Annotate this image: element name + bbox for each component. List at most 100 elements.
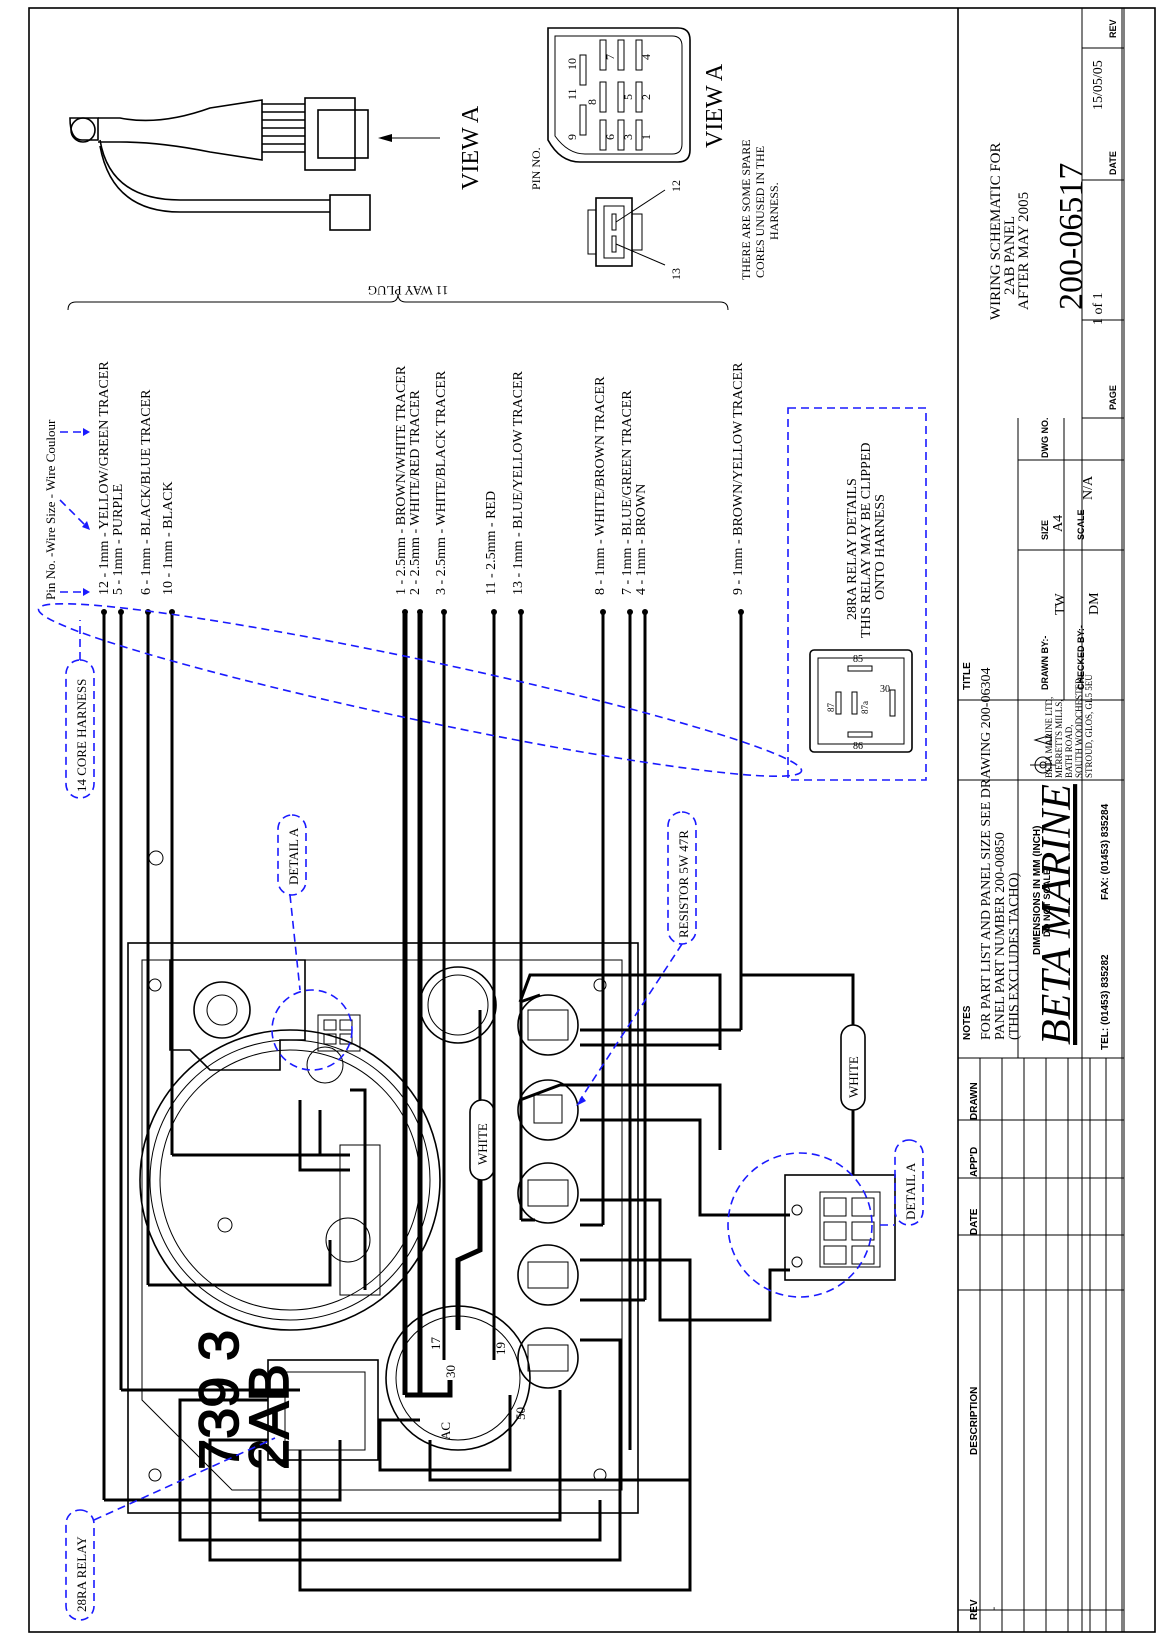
view-a-label-1: VIEW A — [458, 105, 484, 190]
notes-heading: NOTES — [962, 1005, 973, 1040]
wire-label-12: 12 - 1mm - YELLOW/GREEN TRACER — [97, 361, 112, 595]
detail-a-connector-right — [784, 1174, 896, 1281]
svg-text:DRAWN BY:-: DRAWN BY:- — [1040, 636, 1050, 690]
resistor-callout: RESISTOR 5W 47R — [576, 811, 697, 1106]
wire-label-9: 9 - 1mm - BROWN/YELLOW TRACER — [731, 362, 746, 595]
spare-note-1: THERE ARE SOME SPARE — [739, 139, 753, 280]
notes-block: NOTES FOR PART LIST AND PANEL SIZE SEE D… — [962, 668, 1022, 1040]
svg-text:8: 8 — [585, 99, 599, 105]
detail-a-left-label: DETAIL A — [286, 827, 301, 885]
projection-symbol-icon — [1030, 734, 1056, 774]
size-value: A4 — [1051, 515, 1066, 532]
resistor-label: RESISTOR 5W 47R — [676, 830, 691, 938]
title-label-block: TITLE — [962, 662, 973, 690]
svg-text:WHITE: WHITE — [475, 1123, 490, 1165]
relay-callout: 28RA RELAY — [65, 1437, 276, 1621]
pin-no-label: PIN NO. — [529, 147, 543, 190]
svg-text:30: 30 — [443, 1365, 458, 1378]
drawing-title: WIRING SCHEMATIC FOR 2AB PANEL AFTER MAY… — [988, 142, 1032, 320]
panel-model-name: 2AB — [236, 1363, 301, 1470]
date-cell: DATE 15/05/05 — [1091, 60, 1118, 175]
detail-a-callout-right: DETAIL A — [727, 1139, 924, 1298]
dwg-number: 200-06517 — [1053, 163, 1090, 310]
detail-a-callout-left: DETAIL A — [271, 814, 353, 1071]
pin-13-label: 13 — [669, 268, 683, 280]
svg-text:5: 5 — [621, 94, 635, 100]
fax-number: FAX: (01453) 835284 — [1100, 803, 1111, 900]
svg-text:1: 1 — [639, 134, 653, 140]
title-line-2: 2AB PANEL — [1002, 216, 1018, 295]
description-header: DESCRIPTION — [969, 1387, 980, 1455]
svg-text:DATE: DATE — [1108, 151, 1118, 175]
wiring-runs — [101, 609, 855, 1592]
revision-table-headers: REV DESCRIPTION DATE APP'D DRAWN - — [969, 1082, 1000, 1620]
relay-pin-30: 30 — [880, 684, 890, 695]
title-label: TITLE — [962, 662, 973, 690]
relay-detail-box: 28RA RELAY DETAILS THIS RELAY MAY BE CLI… — [787, 407, 927, 781]
svg-text:11: 11 — [565, 88, 579, 100]
wire-legend: 12 - 1mm - YELLOW/GREEN TRACER 5 - 1mm -… — [43, 283, 746, 600]
svg-text:CHECKED BY:-: CHECKED BY:- — [1076, 625, 1086, 690]
relay-pin-85: 85 — [853, 654, 863, 665]
relay-label: 28RA RELAY — [74, 1536, 89, 1612]
size-scale-cell: SIZE A4 SCALE N/A — [1040, 475, 1096, 540]
wire-label-6: 6 - 1mm - BLACK/BLUE TRACER — [139, 389, 154, 595]
dimensions-note: DIMENSIONS IN MM (INCH) DO NOT SCALE — [1032, 826, 1052, 955]
dwg-number-block: 200-06517 — [1053, 163, 1090, 310]
company-name: BETA MARINE — [1034, 784, 1080, 1045]
view-a-pin-diagram: 10 11 9 8 7 6 5 4 3 2 1 PIN NO. VIEW A T… — [529, 27, 781, 280]
wire-label-5: 5 - 1mm - PURPLE — [111, 484, 126, 595]
dwg-no-label-block: DWG NO. — [1040, 418, 1050, 459]
svg-text:50: 50 — [513, 1407, 528, 1420]
wire-label-7: 7 - 1mm - BLUE/GREEN TRACER — [620, 390, 635, 595]
svg-text:17: 17 — [428, 1337, 443, 1351]
spare-note-3: HARNESS. — [767, 182, 781, 240]
appd-header: APP'D — [969, 1147, 980, 1177]
detail-a-connector-left — [317, 1014, 361, 1052]
svg-text:BETA MARINE LTD,: BETA MARINE LTD, — [1044, 697, 1054, 778]
svg-text:10: 10 — [565, 58, 579, 70]
harness-label: 14 CORE HARNESS — [74, 679, 89, 792]
title-block — [957, 8, 1125, 1632]
rev-header: REV — [969, 1599, 980, 1620]
page-cell: PAGE 1 of 1 — [1091, 292, 1118, 410]
notes-line-3: (THIS EXCLUDES TACHO) — [1007, 872, 1022, 1040]
white-wire-label-1: WHITE — [469, 1099, 495, 1181]
svg-text:3: 3 — [621, 134, 635, 140]
scale-value: N/A — [1081, 475, 1096, 500]
relay-pinout-icon — [809, 649, 913, 753]
harness-callout: 14 CORE HARNESS — [37, 602, 803, 799]
model-number-bottom: 2AB — [237, 1364, 300, 1470]
svg-text:9: 9 — [565, 134, 579, 140]
svg-text:REV: REV — [1108, 19, 1118, 38]
svg-text:2: 2 — [639, 94, 653, 100]
wire-label-10: 10 - 1mm - BLACK — [161, 481, 176, 595]
spare-note-2: CORES UNUSED IN THE — [753, 146, 767, 278]
contact-numbers: TEL: (01453) 835282 FAX: (01453) 835284 — [1100, 803, 1111, 1050]
title-line-3: AFTER MAY 2005 — [1016, 192, 1032, 310]
relay-pin-87a: 87a — [860, 701, 870, 714]
notes-line-1: FOR PART LIST AND PANEL SIZE SEE DRAWING… — [979, 668, 994, 1040]
svg-text:BATH ROAD,: BATH ROAD, — [1064, 724, 1074, 778]
svg-text:7: 7 — [603, 54, 617, 60]
wire-label-11: 11 - 2.5mm - RED — [484, 491, 499, 595]
connector-illustration: VIEW A — [69, 97, 484, 231]
svg-text:MERRETTS MILLS,: MERRETTS MILLS, — [1054, 699, 1064, 778]
date-header: DATE — [969, 1208, 980, 1235]
company-logo: BETA MARINE — [1034, 784, 1080, 1045]
view-a-label-2: VIEW A — [702, 63, 728, 148]
svg-text:STROUD, GLOS, GL5 5EU: STROUD, GLOS, GL5 5EU — [1084, 674, 1094, 778]
legend-key: Pin No. -Wire Size - Wire Coulour — [43, 419, 58, 600]
wire-label-8: 8 - 1mm - WHITE/BROWN TRACER — [593, 376, 608, 595]
drawing-border — [28, 7, 1156, 1633]
tel-number: TEL: (01453) 835282 — [1100, 954, 1111, 1050]
drawn-header: DRAWN — [969, 1082, 980, 1120]
svg-text:PAGE: PAGE — [1108, 385, 1118, 410]
do-not-scale-text: DO NOT SCALE — [1042, 869, 1052, 937]
svg-text:SIZE: SIZE — [1040, 520, 1050, 540]
switch-terminal-labels: 17 30 19 50 AC — [428, 1337, 528, 1441]
date-value: 15/05/05 — [1091, 60, 1106, 110]
drawn-by-value: TW — [1053, 592, 1068, 615]
pin-12-label: 12 — [669, 180, 683, 192]
